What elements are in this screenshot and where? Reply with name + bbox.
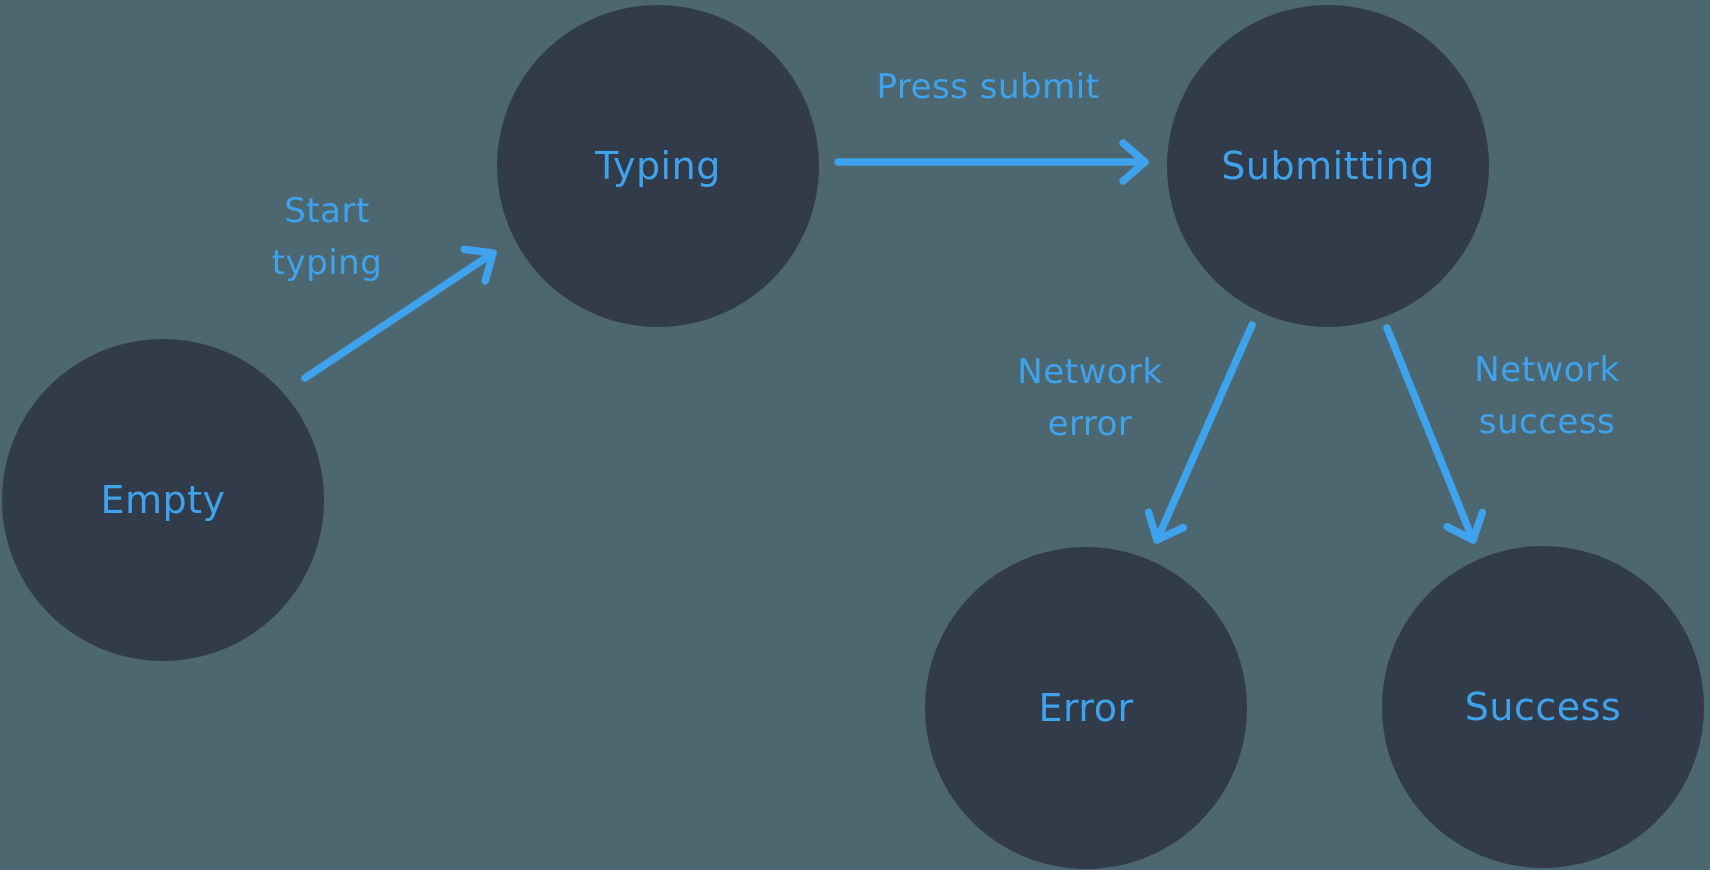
edge-label-line: typing [271, 243, 383, 283]
state-node-label-empty: Empty [100, 478, 226, 522]
edge-label-line: Network [1474, 350, 1620, 390]
state-node-label-submitting: Submitting [1221, 144, 1435, 188]
edge-label-network-success: Network success [1417, 344, 1677, 448]
edge-label-line: Network [1017, 352, 1163, 392]
edge-label-start-typing: Start typing [197, 185, 457, 289]
edge-label-line: success [1478, 402, 1616, 442]
edge-label-line: Start [284, 191, 370, 231]
state-node-empty: Empty [2, 339, 324, 661]
edge-label-press-submit: Press submit [848, 61, 1128, 113]
state-node-success: Success [1382, 546, 1704, 868]
state-node-label-typing: Typing [595, 144, 721, 188]
edge-label-line: Press submit [876, 67, 1100, 107]
edge-arrow-network-error [1144, 321, 1256, 544]
edge-arrow-start-typing [301, 245, 497, 382]
state-node-submitting: Submitting [1167, 5, 1489, 327]
edge-arrow-network-success [1383, 324, 1487, 544]
state-node-error: Error [925, 547, 1247, 869]
state-node-label-success: Success [1464, 685, 1622, 729]
edge-label-network-error: Network error [970, 346, 1210, 450]
state-node-label-error: Error [1038, 686, 1134, 730]
state-node-typing: Typing [497, 5, 819, 327]
edge-label-line: error [1047, 404, 1133, 444]
